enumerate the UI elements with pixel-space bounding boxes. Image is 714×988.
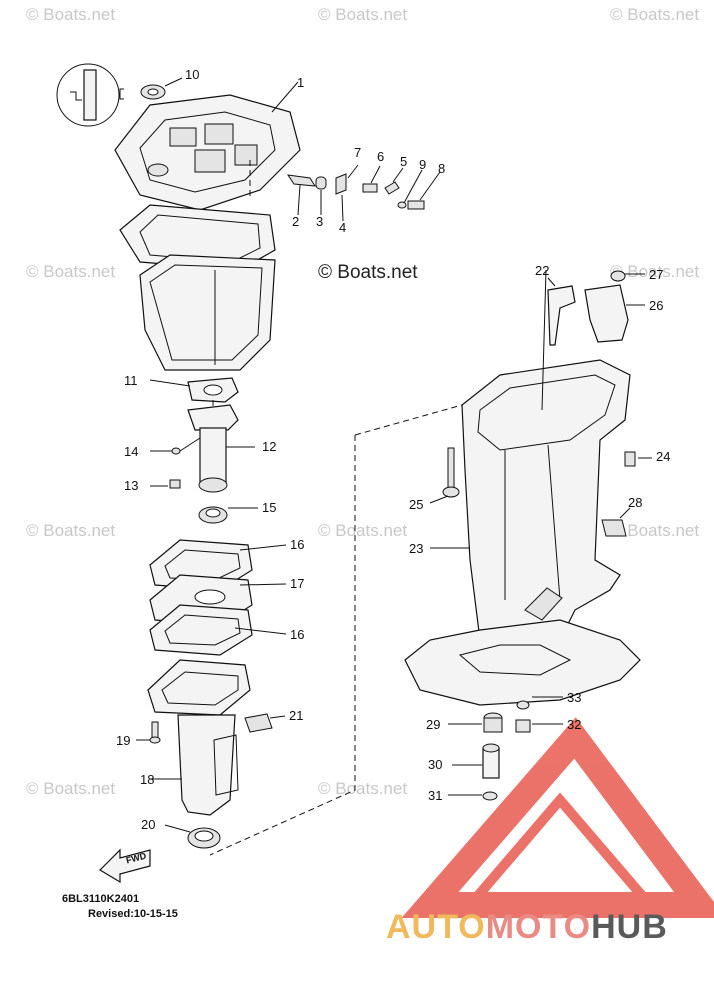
part-12-tube <box>187 404 255 493</box>
watermark: © Boats.net <box>318 5 408 24</box>
assembly-guide-lines <box>209 160 463 856</box>
part-20-seal <box>164 824 221 849</box>
callout-33: 33 <box>567 690 582 705</box>
callout-6: 6 <box>377 149 385 164</box>
parts-13-14-bolts <box>150 437 201 489</box>
watermark: © Boats.net <box>26 521 116 540</box>
callout-5: 5 <box>400 154 408 169</box>
parts-16-17-gaskets <box>149 539 287 656</box>
logo-part-hub: HUB <box>591 908 668 946</box>
callout-13: 13 <box>124 478 139 493</box>
callout-9: 9 <box>419 157 427 172</box>
callout-12: 12 <box>262 439 277 454</box>
watermark: © Boats.net <box>610 262 700 281</box>
fwd-arrow-icon <box>99 848 151 884</box>
callout-4: 4 <box>339 220 347 235</box>
callout-1: 1 <box>297 75 305 90</box>
callout-17: 17 <box>290 576 305 591</box>
callout-15: 15 <box>262 500 277 515</box>
watermark-main: © Boats.net <box>318 262 418 283</box>
part-23-upper-casing <box>404 359 641 706</box>
callout-28: 28 <box>628 495 643 510</box>
callout-21: 21 <box>289 708 304 723</box>
drawing-code: 6BL3110K2401 <box>62 893 140 905</box>
callout-27: 27 <box>649 267 664 282</box>
callout-30: 30 <box>428 757 443 772</box>
inset-detail-10 <box>56 63 124 127</box>
parts-24-25-bolts <box>429 447 652 504</box>
part-21-damper <box>244 713 286 733</box>
part-18-exhaust-housing <box>147 659 251 816</box>
callout-18: 18 <box>140 772 155 787</box>
callout-11: 11 <box>124 373 138 388</box>
parts-22-26-27 <box>547 270 645 346</box>
callout-26: 26 <box>649 298 664 313</box>
watermark: © Boats.net <box>318 779 408 798</box>
callout-29: 29 <box>426 717 441 732</box>
part-1-upper-cover <box>114 81 301 211</box>
part-10-seal <box>140 77 183 100</box>
part-19-bolt <box>136 721 161 744</box>
callout-19: 19 <box>116 733 131 748</box>
callout-24: 24 <box>656 449 671 464</box>
automotohub-logo: AUTOMOTOHUB <box>386 908 668 947</box>
part-28-cap <box>601 507 631 537</box>
callout-22: 22 <box>535 263 550 278</box>
watermark: © Boats.net <box>26 779 116 798</box>
watermark: © Boats.net <box>318 521 408 540</box>
callout-10: 10 <box>185 67 200 82</box>
upper-gasket <box>119 204 276 271</box>
callout-14: 14 <box>124 444 139 459</box>
logo-part-auto: AUTO <box>386 908 486 946</box>
callout-31: 31 <box>428 788 443 803</box>
callout-2: 2 <box>292 214 300 229</box>
watermark: © Boats.net <box>26 262 116 281</box>
callout-16b: 16 <box>290 627 305 642</box>
watermark: © Boats.net <box>610 521 700 540</box>
watermark: © Boats.net <box>610 5 700 24</box>
parts-2-9-linkage <box>286 164 441 222</box>
logo-triangle-icon <box>401 717 714 918</box>
part-15-seal <box>198 506 258 524</box>
callout-32: 32 <box>567 717 582 732</box>
callout-25: 25 <box>409 497 424 512</box>
callout-8: 8 <box>438 161 446 176</box>
oil-pan <box>139 254 276 371</box>
part-11-gasket <box>149 377 239 403</box>
revision-date: Revised:10-15-15 <box>88 908 178 920</box>
leader-lines <box>150 269 547 780</box>
callout-7: 7 <box>354 145 362 160</box>
callout-16a: 16 <box>290 537 305 552</box>
callout-3: 3 <box>316 214 324 229</box>
callout-20: 20 <box>141 817 156 832</box>
callout-23: 23 <box>409 541 424 556</box>
parts-29-33-small <box>448 696 563 801</box>
logo-part-moto: MOTO <box>485 908 592 946</box>
watermark: © Boats.net <box>26 5 116 24</box>
